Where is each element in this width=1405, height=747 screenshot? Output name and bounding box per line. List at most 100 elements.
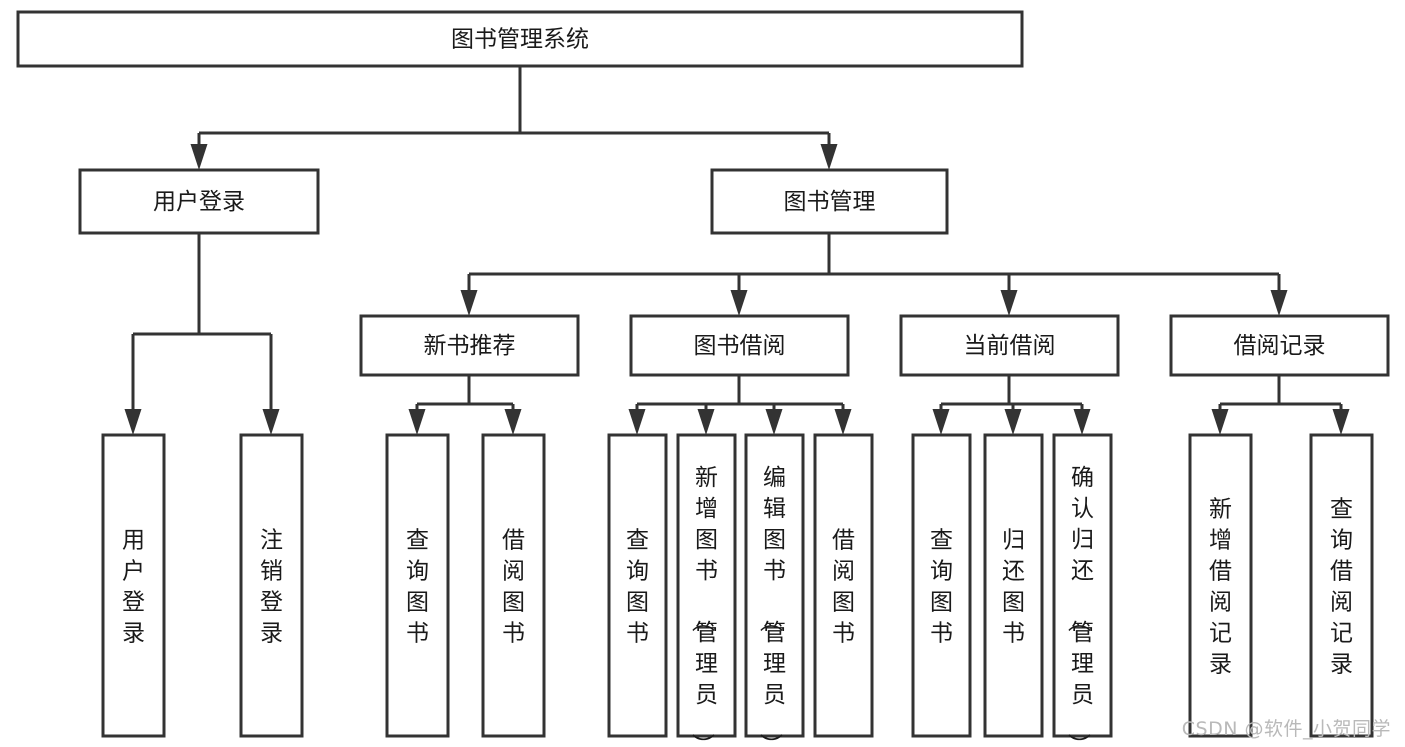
- node-leaf-rec-query-book[interactable]: 查询图书: [385, 433, 450, 738]
- node-label-char: 记: [1209, 621, 1232, 647]
- node-box[interactable]: [710, 168, 949, 235]
- arrow-head-icon: [262, 409, 280, 435]
- node-leaf-cb-return-book[interactable]: 归还图书: [983, 433, 1044, 738]
- node-leaf-cb-confirm-return[interactable]: 确认归还（管理员）: [1052, 433, 1113, 747]
- node-box[interactable]: [385, 433, 450, 738]
- node-label-char: 管: [695, 620, 718, 646]
- node-leaf-cb-query-book[interactable]: 查询图书: [911, 433, 972, 738]
- node-label: 查询借阅记录: [1330, 497, 1353, 678]
- arrow-head-icon: [1000, 290, 1018, 316]
- node-box[interactable]: [78, 168, 320, 235]
- node-label-char: 书: [626, 621, 649, 647]
- node-label-char: 询: [930, 559, 953, 585]
- node-label: 借阅记录: [1234, 333, 1326, 359]
- node-box[interactable]: [1169, 314, 1390, 377]
- node-leaf-rec-borrow-book[interactable]: 借阅图书: [481, 433, 546, 738]
- node-box[interactable]: [1309, 433, 1374, 738]
- node-label-char: 增: [1209, 528, 1232, 554]
- node-label: 查询图书: [626, 528, 649, 647]
- node-label-char: 图: [626, 590, 649, 616]
- node-label-char: （: [757, 609, 783, 632]
- node-leaf-bb-query-book[interactable]: 查询图书: [607, 433, 668, 738]
- node-box[interactable]: [983, 433, 1044, 738]
- node-box[interactable]: [16, 10, 1024, 68]
- node-label: 用户登录: [122, 528, 145, 647]
- node-label-char: 还: [1002, 559, 1025, 585]
- node-borrow-record[interactable]: 借阅记录: [1169, 314, 1390, 377]
- node-label-char: 书: [930, 621, 953, 647]
- arrow-head-icon: [460, 290, 478, 316]
- connector-book-borrow-to-leaves: [628, 375, 852, 435]
- node-box[interactable]: [813, 433, 874, 738]
- node-label-char: 阅: [502, 559, 525, 585]
- node-box[interactable]: [607, 433, 668, 738]
- node-label-char: 书: [763, 558, 786, 584]
- node-box[interactable]: [676, 433, 737, 738]
- arrow-head-icon: [408, 409, 426, 435]
- node-label-char: 增: [695, 496, 718, 522]
- node-leaf-bb-edit-book[interactable]: 编辑图书（管理员）: [744, 433, 805, 747]
- node-label-char: 阅: [1209, 590, 1232, 616]
- node-box[interactable]: [359, 314, 580, 377]
- node-root[interactable]: 图书管理系统: [16, 10, 1024, 68]
- node-box[interactable]: [481, 433, 546, 738]
- node-label: 借阅图书: [832, 528, 855, 647]
- node-box[interactable]: [239, 433, 304, 738]
- node-book-manage[interactable]: 图书管理: [710, 168, 949, 235]
- node-label-char: 辑: [763, 496, 786, 522]
- node-label-char: 借: [832, 528, 855, 554]
- node-layer: 图书管理系统用户登录图书管理新书推荐图书借阅当前借阅借阅记录用户登录注销登录查询…: [16, 10, 1390, 747]
- node-label: 图书管理系统: [451, 27, 589, 53]
- node-user-login[interactable]: 用户登录: [78, 168, 320, 235]
- node-label-char: 录: [260, 621, 283, 647]
- node-leaf-br-add-record[interactable]: 新增借阅记录: [1188, 433, 1253, 738]
- arrow-head-icon: [1211, 409, 1229, 435]
- node-book-borrow[interactable]: 图书借阅: [629, 314, 850, 377]
- node-label-char: 员: [1071, 682, 1094, 708]
- node-label-char: 借: [1330, 559, 1353, 585]
- node-box[interactable]: [899, 314, 1120, 377]
- node-box[interactable]: [101, 433, 166, 738]
- node-label-char: 图: [1002, 590, 1025, 616]
- node-label-char: 查: [406, 528, 429, 554]
- node-label-char: 理: [1071, 651, 1094, 677]
- arrow-head-icon: [124, 409, 142, 435]
- node-label-char: 录: [1330, 652, 1353, 678]
- node-leaf-bb-borrow-book[interactable]: 借阅图书: [813, 433, 874, 738]
- node-label-char: 图: [930, 590, 953, 616]
- node-label-char: 员: [695, 682, 718, 708]
- node-label: 新书推荐: [424, 333, 516, 359]
- connector-user-login-to-leaves: [124, 233, 280, 435]
- node-leaf-bb-add-book[interactable]: 新增图书（管理员）: [676, 433, 737, 747]
- node-box[interactable]: [911, 433, 972, 738]
- node-label-char: 登: [122, 590, 145, 616]
- node-label: 查询图书: [930, 528, 953, 647]
- node-leaf-user-logout[interactable]: 注销登录: [239, 433, 304, 738]
- node-label: 注销登录: [260, 528, 283, 647]
- node-label-char: 图: [502, 590, 525, 616]
- arrow-head-icon: [1332, 409, 1350, 435]
- node-label-char: 图: [763, 527, 786, 553]
- node-label: 当前借阅: [964, 333, 1056, 359]
- node-label-char: ）: [689, 733, 715, 747]
- node-label-char: 理: [763, 651, 786, 677]
- node-box[interactable]: [629, 314, 850, 377]
- node-current-borrow[interactable]: 当前借阅: [899, 314, 1120, 377]
- node-box[interactable]: [1052, 433, 1113, 738]
- node-leaf-user-login[interactable]: 用户登录: [101, 433, 166, 738]
- arrow-head-icon: [1270, 290, 1288, 316]
- node-label-char: 理: [695, 651, 718, 677]
- node-box[interactable]: [744, 433, 805, 738]
- node-label: 图书借阅: [694, 333, 786, 359]
- node-label-char: 书: [1002, 621, 1025, 647]
- node-new-book-rec[interactable]: 新书推荐: [359, 314, 580, 377]
- node-label-char: 查: [930, 528, 953, 554]
- node-label: 图书管理: [784, 189, 876, 215]
- node-label-char: 书: [695, 558, 718, 584]
- node-label-char: 记: [1330, 621, 1353, 647]
- arrow-head-icon: [730, 290, 748, 316]
- node-box[interactable]: [1188, 433, 1253, 738]
- connector-current-borrow-to-leaves: [932, 375, 1091, 435]
- node-leaf-br-query-record[interactable]: 查询借阅记录: [1309, 433, 1374, 738]
